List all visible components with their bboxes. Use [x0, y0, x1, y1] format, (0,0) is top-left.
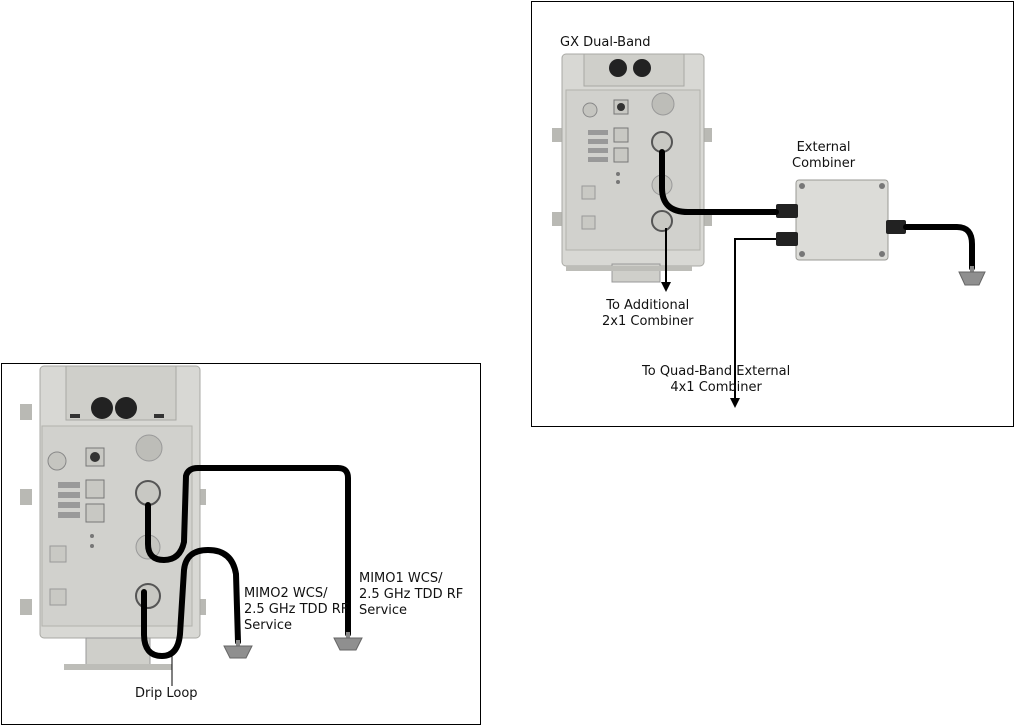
combiner-screw — [799, 251, 805, 257]
top-connector-1 — [609, 59, 627, 77]
enclosure-latch — [552, 128, 562, 142]
enclosure-latch — [20, 489, 32, 505]
enclosure-latch — [20, 404, 32, 420]
additional-arrowhead — [661, 282, 671, 292]
enclosure-latch — [20, 599, 32, 615]
quad-arrowhead — [730, 398, 740, 408]
mimo2-service-label: MIMO2 WCS/ 2.5 GHz TDD RF Service — [244, 586, 348, 634]
combiner-screw — [879, 251, 885, 257]
quad-band-combiner-label: To Quad-Band External 4x1 Combiner — [642, 364, 790, 396]
aux-port — [50, 589, 66, 605]
combiner-input-1 — [776, 204, 798, 218]
drip-loop-label: Drip Loop — [135, 686, 198, 702]
combiner-housing — [796, 180, 888, 260]
mimo2-label-line: 2.5 GHz TDD RF — [244, 602, 348, 618]
indicator-dot — [616, 172, 620, 176]
mimo1-label-line: 2.5 GHz TDD RF — [359, 587, 463, 603]
aux-port — [50, 546, 66, 562]
bracket-base — [64, 664, 172, 670]
top-marker — [70, 414, 80, 418]
additional-label-line: 2x1 Combiner — [602, 314, 694, 330]
antenna-mimo1 — [334, 632, 362, 650]
mounting-bracket — [86, 638, 150, 668]
combiner-diagram-art — [532, 2, 1013, 426]
additional-combiner-label: To Additional 2x1 Combiner — [602, 298, 694, 330]
external-combiner-box — [776, 180, 906, 260]
rf-port-mimo2 — [136, 584, 160, 608]
status-connector-core — [617, 103, 625, 111]
aux-port — [582, 216, 595, 229]
quad-label-line: 4x1 Combiner — [642, 380, 790, 396]
mimo1-label-line: Service — [359, 603, 463, 619]
gx-dual-band-label: GX Dual-Band — [560, 35, 651, 51]
external-combiner-label: External Combiner — [792, 140, 855, 172]
indicator-dot — [616, 180, 620, 184]
mimo2-label-line: Service — [244, 618, 348, 634]
quad-label-line: To Quad-Band External — [642, 364, 790, 380]
indicator-dot — [90, 544, 94, 548]
top-marker — [154, 414, 164, 418]
combiner-input-2 — [776, 232, 798, 246]
aux-port — [582, 186, 595, 199]
antenna-combined — [959, 266, 985, 285]
top-port-cap — [136, 435, 162, 461]
top-port-cap — [652, 93, 674, 115]
combiner-label-line: External — [792, 140, 855, 156]
combiner-to-antenna-cable — [906, 227, 972, 268]
combiner-screw — [879, 183, 885, 189]
status-connector-core — [90, 452, 100, 462]
combiner-screw — [799, 183, 805, 189]
mimo1-label-line: MIMO1 WCS/ — [359, 571, 463, 587]
ground-lug — [48, 452, 66, 470]
rf-port-mimo1 — [136, 481, 160, 505]
enclosure-latch — [552, 212, 562, 226]
mimo2-label-line: MIMO2 WCS/ — [244, 586, 348, 602]
top-connector-1 — [91, 397, 113, 419]
mimo-diagram-art — [2, 364, 480, 724]
additional-label-line: To Additional — [602, 298, 694, 314]
top-connector-2 — [633, 59, 651, 77]
ground-lug — [583, 103, 597, 117]
mimo1-service-label: MIMO1 WCS/ 2.5 GHz TDD RF Service — [359, 571, 463, 619]
bracket-base — [566, 266, 692, 271]
gx-enclosure-right — [552, 54, 712, 282]
mimo-diagram-panel: MIMO2 WCS/ 2.5 GHz TDD RF Service MIMO1 … — [1, 363, 481, 725]
rf-port-additional — [652, 211, 672, 231]
combiner-label-line: Combiner — [792, 156, 855, 172]
antenna-mimo2 — [224, 640, 252, 658]
combiner-diagram-panel: GX Dual-Band External Combiner To Additi… — [531, 1, 1014, 427]
top-connector-2 — [115, 397, 137, 419]
indicator-dot — [90, 534, 94, 538]
